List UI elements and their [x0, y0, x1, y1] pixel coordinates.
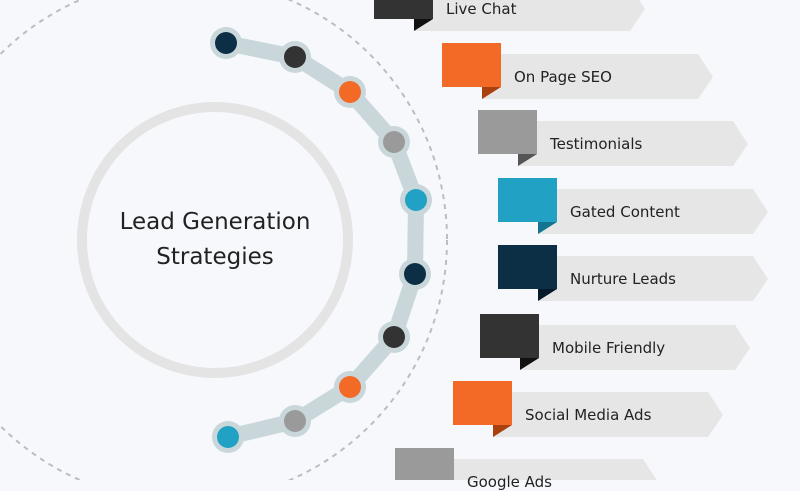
speech-bubble-icon: [498, 178, 557, 222]
item-banner: [518, 121, 748, 166]
item-label: Mobile Friendly: [552, 339, 666, 357]
center-ring: [77, 102, 353, 378]
title-line-2: Strategies: [156, 244, 274, 270]
speech-bubble-tail: [493, 425, 512, 437]
item-label: Google Ads: [467, 473, 552, 491]
center-title: Lead Generation Strategies: [85, 205, 345, 275]
item-banner: [435, 459, 657, 480]
item-label: Social Media Ads: [525, 406, 652, 424]
speech-bubble-tail: [414, 19, 433, 31]
item-label: On Page SEO: [514, 68, 612, 86]
timeline-track: [218, 35, 424, 445]
speech-bubble-tail: [538, 289, 557, 301]
item-banner: [538, 189, 768, 234]
item-banner: [538, 256, 768, 301]
speech-bubble-icon: [395, 448, 454, 480]
item-banner: [414, 0, 645, 31]
timeline-dot: [215, 32, 237, 54]
speech-bubble-tail: [482, 87, 501, 99]
title-line-1: Lead Generation: [119, 209, 311, 235]
speech-bubble-tail: [520, 358, 539, 370]
speech-bubble-icon: [498, 245, 557, 289]
dashed-arc: [0, 0, 448, 480]
timeline-dot: [404, 263, 426, 285]
speech-bubble-icon: [480, 314, 539, 358]
timeline-dot: [383, 326, 405, 348]
strategy-diagram: [0, 0, 768, 480]
item-label: Testimonials: [550, 135, 643, 153]
item-banner: [493, 392, 723, 437]
item-label: Gated Content: [570, 203, 680, 221]
speech-bubble-icon: [478, 110, 537, 154]
timeline-dot: [217, 426, 239, 448]
item-label: Nurture Leads: [570, 270, 676, 288]
item-banner: [520, 325, 750, 370]
speech-bubble-icon: [374, 0, 433, 19]
timeline-dot: [405, 189, 427, 211]
speech-bubble-tail: [518, 154, 537, 166]
timeline-dot: [339, 376, 361, 398]
timeline-dot: [339, 81, 361, 103]
speech-bubble-icon: [453, 381, 512, 425]
timeline-dot: [383, 131, 405, 153]
speech-bubble-icon: [442, 43, 501, 87]
item-banner: [482, 54, 713, 99]
timeline-dot: [284, 410, 306, 432]
timeline-dot: [284, 46, 306, 68]
speech-bubble-tail: [538, 222, 557, 234]
item-label: Live Chat: [446, 0, 517, 18]
